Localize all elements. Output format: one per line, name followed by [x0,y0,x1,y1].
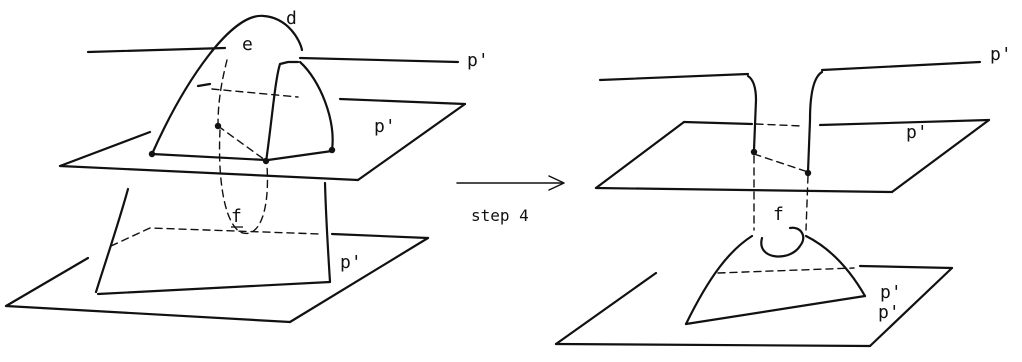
right-tube [748,72,822,230]
left-label-p-bottom: p' [340,252,362,273]
left-top-line-b [300,58,458,62]
right-middle-plane [596,120,989,192]
left-label-p-mid: p' [374,116,396,137]
left-f-loop [220,130,268,233]
left-middle-plane [60,84,465,180]
left-lower-sheet [96,183,330,294]
right-cone [686,228,865,324]
right-label-f: f [773,204,784,225]
left-top-line-a [88,48,225,52]
left-label-f: f [231,206,242,227]
right-label-p-bottom-1: p' [880,282,902,303]
step-arrow: step 4 [457,176,564,225]
right-top-line-b [822,62,980,70]
step-label: step 4 [471,206,529,225]
right-label-p-mid: p' [906,122,928,143]
left-label-e: e [242,34,253,55]
right-label-p-bottom-2: p' [878,302,900,323]
left-panel: d e p' p' p' f [6,8,489,322]
left-bottom-plane [6,234,428,322]
left-label-p-top: p' [467,50,489,71]
left-label-d: d [286,8,297,29]
right-panel: p' p' f p' p' [556,44,1012,346]
right-top-line-a [600,74,748,80]
right-label-p-top: p' [990,44,1012,65]
